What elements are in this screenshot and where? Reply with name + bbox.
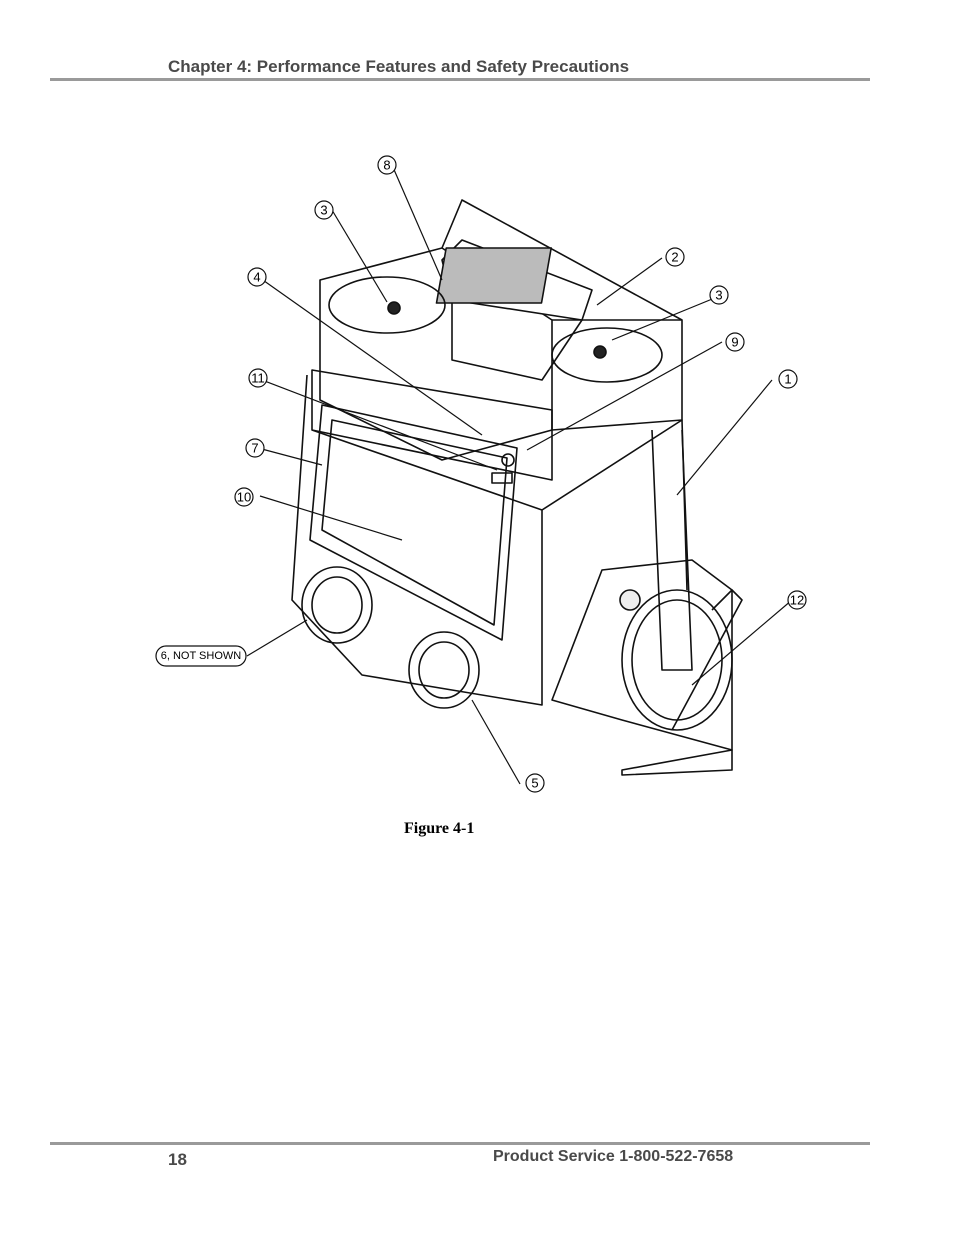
callout-label: 7 (251, 441, 258, 456)
callout-bubble (155, 645, 247, 667)
callout-label: 3 (715, 288, 722, 303)
callout-bubbles (155, 155, 807, 793)
callout-label: 4 (253, 270, 260, 285)
callout-bubble (234, 487, 254, 507)
callout-bubble (709, 285, 729, 305)
diagram-svg: 8 3 4 2 3 9 11 1 7 10 12 6, NOT SHOWN 5 (155, 155, 807, 793)
callout-label: 11 (251, 371, 265, 386)
callout-label: 12 (790, 593, 804, 608)
callout-label: 5 (531, 776, 538, 791)
footer-rule (50, 1142, 870, 1145)
callout-bubble (778, 369, 798, 389)
callout-label: 1 (784, 372, 791, 387)
callout-bubble (247, 267, 267, 287)
callout-label: 9 (731, 335, 738, 350)
header-rule (50, 78, 870, 81)
callout-bubble (248, 368, 268, 388)
leader-lines (246, 164, 793, 785)
callout-bubble (525, 773, 545, 793)
callout-label: 3 (320, 203, 327, 218)
callout-bubble (377, 155, 397, 175)
callout-label: 2 (671, 250, 678, 265)
callout-label: 6, NOT SHOWN (161, 650, 242, 662)
callout-label: 8 (383, 158, 390, 173)
callout-bubble (245, 438, 265, 458)
callout-bubble (314, 200, 334, 220)
callout-bubble (787, 590, 807, 610)
callout-label: 10 (237, 490, 251, 505)
cabinet-drawing (291, 199, 743, 776)
product-service-text: Product Service 1-800-522-7658 (493, 1148, 734, 1165)
page-number: 18 (168, 1150, 187, 1169)
callout-bubble (665, 247, 685, 267)
glovebox-diagram: 8 3 4 2 3 9 11 1 7 10 12 6, NOT SHOWN 5 (132, 130, 832, 810)
chapter-title: Chapter 4: Performance Features and Safe… (168, 57, 630, 76)
figure-caption: Figure 4-1 (404, 820, 475, 837)
callout-bubble (725, 332, 745, 352)
